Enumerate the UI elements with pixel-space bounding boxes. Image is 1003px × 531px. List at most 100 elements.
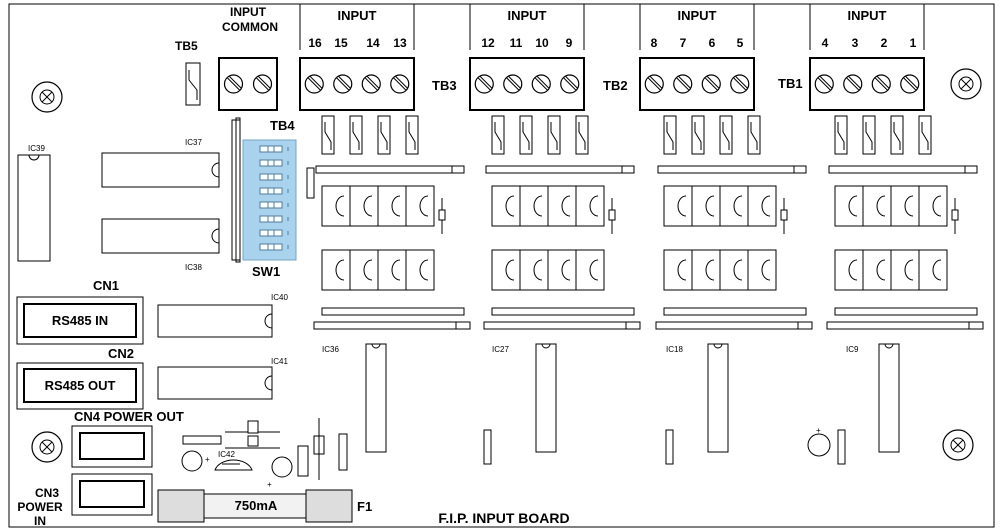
cn3-label-1: CN3	[35, 486, 59, 500]
terminal-block	[299, 57, 415, 111]
cn4-connector	[71, 425, 153, 468]
screw-terminal	[701, 74, 721, 94]
jumper	[349, 115, 363, 155]
ic40-label: IC40	[271, 293, 288, 302]
jumper	[719, 115, 733, 155]
pin-label: 13	[393, 36, 407, 50]
diode	[951, 198, 959, 234]
ic-chip	[365, 343, 387, 453]
ic-chip	[878, 343, 900, 453]
resistor-strip	[663, 307, 807, 316]
tb2-label: TB2	[603, 78, 628, 93]
resistor-strip	[491, 307, 635, 316]
tb1-header: INPUT	[678, 8, 717, 23]
svg-text:+: +	[267, 480, 272, 489]
pin-label: 1	[910, 36, 917, 50]
dip-switch-slot	[259, 243, 289, 251]
screw-terminal	[644, 74, 664, 94]
mounting-hole-icon	[950, 68, 982, 100]
jumper	[519, 115, 533, 155]
resistor-strip	[828, 165, 970, 174]
dip-switch-slot	[259, 201, 289, 209]
resistor-strip	[834, 307, 978, 316]
pin-label: 3	[852, 36, 859, 50]
ic36-label: IC36	[322, 345, 339, 354]
ic-chip	[535, 343, 557, 453]
resistor-strip	[315, 165, 457, 174]
fuse-f1	[157, 489, 353, 523]
screw-terminal-blocks	[218, 57, 925, 111]
board-title: F.I.P. INPUT BOARD	[438, 510, 569, 526]
tb0-header: INPUT	[848, 8, 887, 23]
ic42-label: IC42	[218, 450, 235, 459]
dip-switch-slot	[259, 229, 289, 237]
jumper	[575, 115, 589, 155]
screw-terminal	[474, 74, 494, 94]
screw-terminal	[390, 74, 410, 94]
dip-switch-slot	[259, 187, 289, 195]
sw1-dip-switch	[242, 139, 297, 261]
mounting-hole-icon	[31, 431, 63, 463]
terminal-block	[809, 57, 925, 111]
screw-terminal	[531, 74, 551, 94]
capacitor-row	[834, 185, 948, 227]
screw-terminal	[560, 74, 580, 94]
pin-label: 8	[651, 36, 658, 50]
fuse-rating: 750mA	[235, 498, 278, 513]
cn1-label: CN1	[93, 278, 119, 293]
screw-terminal	[843, 74, 863, 94]
jumper	[834, 115, 848, 155]
terminal-block	[469, 57, 585, 111]
diode	[780, 198, 788, 234]
cn2-label: CN2	[108, 346, 134, 361]
tb3-label: TB3	[432, 78, 457, 93]
cn4-label: CN4 POWER OUT	[74, 409, 184, 424]
tb4-header-strip	[231, 117, 241, 263]
pin-label: 12	[481, 36, 495, 50]
cn2-connector	[16, 362, 144, 410]
jumper	[663, 115, 677, 155]
ic41-label: IC41	[271, 357, 288, 366]
jumper	[862, 115, 876, 155]
ic27-label: IC27	[492, 345, 509, 354]
terminal-headers	[299, 3, 925, 50]
ic40	[157, 304, 273, 338]
small-resistor	[306, 167, 315, 199]
ic39	[17, 154, 51, 262]
capacitor-row	[321, 185, 435, 227]
tb5-label: TB5	[175, 39, 198, 53]
capacitor-row	[491, 249, 605, 291]
cn3-label-2: POWER	[17, 500, 63, 514]
screw-terminal	[252, 74, 273, 94]
jumper	[377, 115, 391, 155]
jumper	[547, 115, 561, 155]
pin-label: 4	[822, 36, 829, 50]
tb3-header: INPUT	[338, 8, 377, 23]
dip-switch-slot	[259, 215, 289, 223]
dip-switch-slot	[259, 159, 289, 167]
pin-label: 11	[510, 36, 523, 50]
channel-group	[655, 115, 813, 453]
ic41	[157, 366, 273, 400]
tb5-jumper	[185, 62, 201, 106]
diode	[608, 198, 616, 234]
resistor	[665, 429, 674, 465]
cn1-box-label: RS485 IN	[52, 313, 108, 328]
screw-terminal	[503, 74, 523, 94]
power-section: + +	[181, 418, 348, 489]
pin-label: 9	[566, 36, 573, 50]
dip-switch-slot	[259, 145, 289, 153]
pin-label: 2	[881, 36, 888, 50]
resistor	[837, 429, 846, 465]
pin-label: 6	[709, 36, 716, 50]
channel-group	[826, 115, 984, 453]
ic37-label: IC37	[185, 138, 202, 147]
pin-label: 5	[737, 36, 744, 50]
jumper	[691, 115, 705, 155]
pin-label: 10	[535, 36, 549, 50]
jumper	[890, 115, 904, 155]
polarity-mark: +	[816, 426, 821, 435]
resistor-strip	[485, 165, 627, 174]
resistor-strip	[657, 165, 799, 174]
